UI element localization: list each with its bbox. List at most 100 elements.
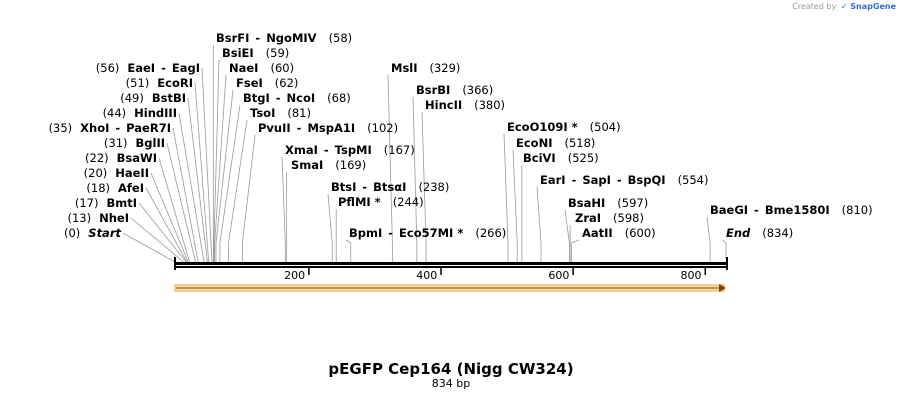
enzyme-name: Eco57MI * [399, 226, 463, 240]
site-label-naei[interactable]: NaeI(60) [229, 61, 294, 75]
enzyme-name: TspMI [335, 143, 372, 157]
enzyme-name: BsrBI [416, 83, 450, 97]
site-label-bglii[interactable]: (31)BglII [104, 136, 165, 150]
site-position: (554) [678, 173, 709, 187]
site-line [706, 216, 711, 262]
site-label-eaei[interactable]: (56)EaeI-EagI [96, 61, 200, 75]
feature-arrowhead [719, 284, 726, 292]
enzyme-name: AfeI [118, 181, 144, 195]
enzyme-name: BtgI [243, 91, 270, 105]
enzyme-name: EaeI [127, 61, 155, 75]
enzyme-name: PflMI * [338, 195, 381, 209]
site-label-bsahi[interactable]: BsaHI(597) [568, 196, 648, 210]
feature-arrow[interactable] [174, 284, 726, 292]
site-label-start[interactable]: (0)Start [64, 226, 122, 240]
site-label-bmti[interactable]: (17) BmtI [75, 196, 137, 210]
site-label-bsrfi[interactable]: BsrFI-NgoMIV(58) [216, 31, 352, 45]
enzyme-name: SapI [582, 173, 611, 187]
site-position: (44) [103, 106, 127, 120]
site-line [503, 133, 509, 262]
site-line [166, 142, 196, 263]
site-label-pvuii[interactable]: PvuII-MspA1I(102) [258, 121, 398, 135]
site-label-aatii[interactable]: AatII(600) [582, 226, 656, 240]
site-label-bpmi[interactable]: BpmI-Eco57MI *(266) [349, 226, 506, 240]
name-separator: - [572, 173, 577, 187]
site-position: (380) [474, 98, 505, 112]
plasmid-length: 834 bp [431, 377, 471, 390]
site-position: (58) [329, 31, 353, 45]
site-line [158, 157, 190, 263]
site-label-xhoi[interactable]: (35)XhoI-PaeR7I [49, 121, 171, 135]
site-label-msli[interactable]: MslI(329) [391, 61, 460, 75]
site-label-xmai[interactable]: XmaI-TspMI(167) [285, 143, 415, 157]
site-label-econi[interactable]: EcoNI(518) [516, 136, 595, 150]
site-position: (504) [590, 120, 621, 134]
enzyme-name: XmaI [285, 143, 318, 157]
site-position: (329) [430, 61, 461, 75]
site-position: (62) [275, 76, 299, 90]
site-label-smai[interactable]: SmaI(169) [291, 158, 366, 172]
site-label-ecori[interactable]: (51)EcoRI [126, 76, 193, 90]
site-label-ecoo109i[interactable]: EcoO109I *(504) [507, 120, 621, 134]
site-label-baegi[interactable]: BaeGI-Bme1580I(810) [710, 203, 873, 217]
site-label-btgi[interactable]: BtgI-NcoI(68) [243, 91, 351, 105]
site-label-pflmi[interactable]: PflMI *(244) [338, 195, 424, 209]
site-line [219, 104, 241, 262]
site-position: (102) [367, 121, 398, 135]
site-label-hindiii[interactable]: (44)HindIII [103, 106, 177, 120]
site-line [194, 82, 210, 263]
site-label-eari[interactable]: EarI-SapI-BspQI(554) [540, 173, 709, 187]
site-line [281, 156, 286, 262]
site-label-bsrbi[interactable]: BsrBI(366) [416, 83, 493, 97]
site-label-zrai[interactable]: ZraI(598) [575, 211, 644, 225]
enzyme-name: BmtI [106, 196, 137, 210]
name-separator: - [754, 203, 759, 217]
backbone-top-strand [175, 262, 727, 265]
enzyme-name: EagI [172, 61, 200, 75]
site-line [215, 89, 234, 262]
site-label-nhei[interactable]: (13)NheI [68, 211, 129, 225]
site-label-bsiei[interactable]: BsiEI(59) [222, 46, 289, 60]
site-position: (834) [762, 226, 793, 240]
site-label-hincii[interactable]: HincII(380) [425, 98, 505, 112]
backbone-bottom-strand [175, 266, 727, 268]
name-separator: - [255, 31, 260, 45]
site-position: (60) [270, 61, 294, 75]
site-label-tsoi[interactable]: TsoI(81) [250, 106, 311, 120]
enzyme-name: XhoI [80, 121, 109, 135]
name-separator: - [297, 121, 302, 135]
enzyme-name: EcoNI [516, 136, 552, 150]
enzyme-name: EarI [540, 173, 566, 187]
name-separator: - [388, 226, 393, 240]
site-label-bcivi[interactable]: BciVI(525) [523, 151, 599, 165]
site-position: (68) [327, 91, 351, 105]
site-label-haeii[interactable]: (20)HaeII [84, 166, 149, 180]
site-labels: (0)Start(13)NheI(17) BmtI(18) AfeI(20)HaeI… [49, 31, 873, 240]
site-position: (18) [86, 181, 110, 195]
name-separator: - [115, 121, 120, 135]
enzyme-name: BglII [136, 136, 166, 150]
site-position: (17) [75, 196, 99, 210]
site-line [228, 119, 248, 262]
site-line [345, 239, 352, 262]
name-separator: - [617, 173, 622, 187]
site-label-bstbi[interactable]: (49)BstBI [120, 91, 186, 105]
name-separator: - [276, 91, 281, 105]
site-label-afei[interactable]: (18) AfeI [86, 181, 144, 195]
site-position: (56) [96, 61, 120, 75]
ruler-tick-label: 200 [284, 269, 305, 282]
enzyme-name: PvuII [258, 121, 291, 135]
site-label-btsi[interactable]: BtsI-BtsαI(238) [331, 180, 449, 194]
site-position: (810) [842, 203, 873, 217]
site-label-fsei[interactable]: FseI (62) [236, 76, 298, 90]
site-line [327, 193, 333, 262]
site-line [564, 209, 570, 262]
site-label-bsawi[interactable]: (22)BsaWI [85, 151, 157, 165]
enzyme-name: FseI [236, 76, 263, 90]
site-line [241, 134, 256, 262]
site-line [122, 232, 176, 263]
site-label-end[interactable]: End(834) [726, 226, 793, 240]
site-position: (81) [287, 106, 311, 120]
